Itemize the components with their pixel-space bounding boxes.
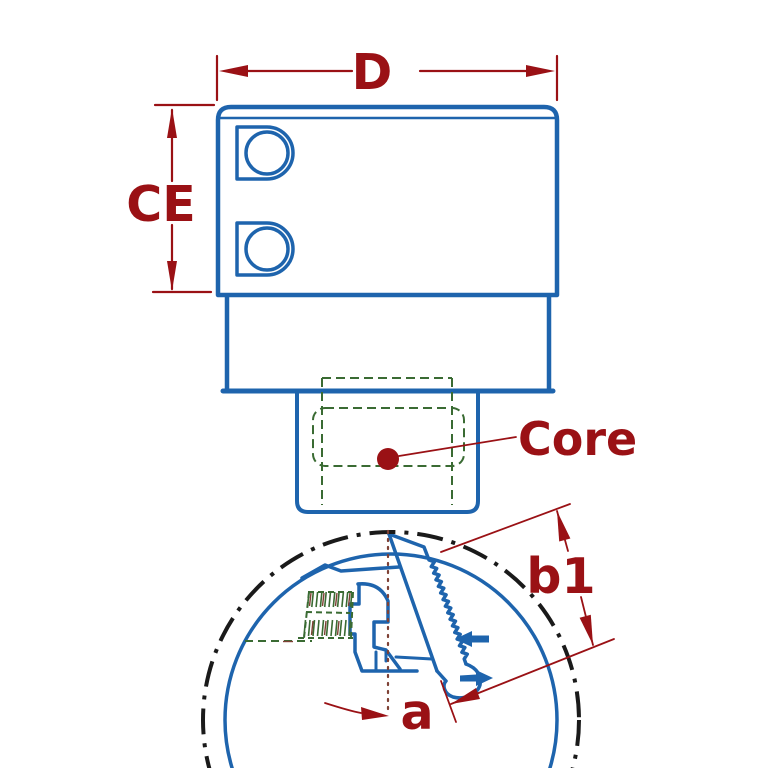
- dim-b1-label: b1: [526, 548, 595, 605]
- hidden-geometry-layer: [245, 377, 465, 642]
- dim-b1-ext-bottom: [450, 638, 615, 705]
- dimension-arrowheads-layer: [167, 65, 593, 720]
- spring-mid-line: [305, 611, 351, 614]
- clamp-arrow-left-icon: [455, 631, 489, 647]
- stem-outline: [295, 391, 480, 514]
- dimension-labels-layer: D CE Core b1 a: [126, 44, 637, 741]
- jaw-top-outline: [300, 563, 401, 580]
- spring-coils-lower: [303, 619, 352, 637]
- screw-hole-top: [244, 130, 290, 176]
- spring-coil-accents: [283, 592, 351, 643]
- dim-b1-arrow-bottom-icon: [579, 614, 593, 645]
- dim-b1-ext-top: [440, 503, 571, 553]
- screw-hole-bottom: [244, 226, 290, 272]
- spring-envelope-left: [303, 591, 310, 639]
- phantom-layer: [201, 530, 581, 768]
- wedge-serrated-edge: [387, 532, 470, 666]
- cutting-circle-phantom: [201, 530, 581, 768]
- spring-coil-hatching: [303, 591, 353, 637]
- dim-ce-label: CE: [126, 176, 195, 233]
- cutter-body-circle: [223, 552, 559, 768]
- dim-ce-arrow-up-icon: [167, 108, 177, 138]
- core-dot: [377, 448, 399, 470]
- jaw-base-line: [394, 655, 434, 661]
- core-leader-line: [398, 436, 517, 457]
- jaw-finger-profile: [356, 582, 402, 671]
- wedge-left-edge: [387, 532, 439, 673]
- screw-pocket-bottom: [235, 221, 295, 277]
- hidden-core-bore: [312, 407, 465, 467]
- body-outline: [215, 104, 560, 298]
- jaw-step-profile: [348, 582, 419, 673]
- spring-envelope-right: [350, 591, 354, 639]
- spring-coils-upper: [306, 591, 353, 608]
- dim-a-leader-curve: [324, 702, 362, 714]
- dim-d-arrow-left-icon: [219, 65, 248, 77]
- dim-a-axis-tick: [440, 680, 457, 723]
- clamp-arrow-right-icon: [460, 670, 493, 686]
- screw-pocket-top: [235, 125, 295, 181]
- dim-a-arrow-left-icon: [361, 707, 389, 720]
- dim-ce-arrow-down-icon: [167, 261, 177, 291]
- dim-d-arrow-right-icon: [526, 65, 555, 77]
- clamp-direction-arrows: [455, 631, 493, 686]
- dim-a-arrow-right-icon: [451, 688, 480, 704]
- dim-a-label: a: [400, 684, 433, 741]
- dim-b1-arrow-top-icon: [557, 511, 571, 542]
- core-label: Core: [518, 412, 637, 466]
- spring-coils-accent-lines: [308, 592, 351, 636]
- dim-d-label: D: [352, 44, 393, 101]
